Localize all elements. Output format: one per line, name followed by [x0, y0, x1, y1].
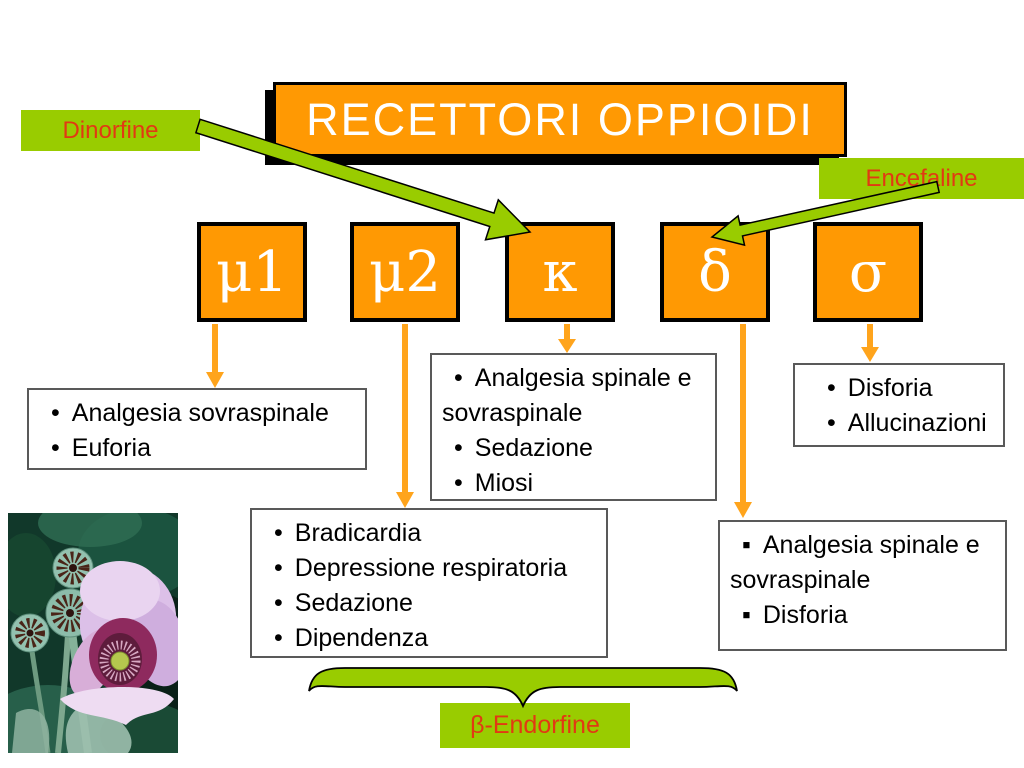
- receptor-box-mu2: μ2: [350, 222, 460, 322]
- effect-text: Analgesia spinale e sovraspinale: [442, 364, 692, 427]
- receptor-box-kappa: κ: [505, 222, 615, 322]
- bullet: •: [274, 554, 283, 582]
- connector-sigma: [861, 324, 879, 362]
- effect-line: • Euforia: [39, 431, 357, 466]
- effect-line: • Bradicardia: [262, 516, 598, 551]
- effect-text: Analgesia sovraspinale: [71, 399, 329, 427]
- effect-text: Analgesia spinale e sovraspinale: [730, 531, 980, 594]
- page-title: RECETTORI OPPIOIDI: [306, 93, 814, 145]
- effect-line: • Depressione respiratoria: [262, 551, 598, 586]
- receptor-symbol-mu1: μ1: [215, 239, 289, 305]
- effects-box-sigma: • Disforia • Allucinazioni: [793, 363, 1005, 447]
- bullet: ▪: [742, 601, 751, 629]
- effect-text: Euforia: [71, 434, 151, 462]
- receptor-symbol-sigma: σ: [848, 239, 888, 305]
- effects-box-delta: ▪Analgesia spinale e sovraspinale ▪Disfo…: [718, 520, 1007, 651]
- bullet: •: [454, 364, 463, 392]
- effect-line: •Analgesia spinale e sovraspinale: [442, 361, 707, 431]
- brace: [308, 667, 738, 709]
- title-box: RECETTORI OPPIOIDI: [273, 82, 847, 157]
- receptor-symbol-mu2: μ2: [368, 239, 442, 305]
- effect-line: • Miosi: [442, 466, 707, 501]
- effect-line: • Sedazione: [442, 431, 707, 466]
- beta-endorfine-label: β-Endorfine: [440, 703, 630, 748]
- poppy-photo-illustration: [0, 499, 210, 768]
- effect-text: Sedazione: [474, 434, 593, 462]
- effects-box-mu1: • Analgesia sovraspinale • Euforia: [27, 388, 367, 470]
- dinorfine-label: Dinorfine: [21, 110, 200, 151]
- poppy-photo: [0, 499, 210, 768]
- connector-mu2: [396, 324, 414, 508]
- bullet: •: [274, 589, 283, 617]
- effect-text: Miosi: [474, 469, 534, 497]
- effect-text: Allucinazioni: [847, 409, 987, 437]
- dinorfine-label-text: Dinorfine: [62, 116, 159, 144]
- effect-line: • Sedazione: [262, 586, 598, 621]
- bullet: •: [51, 434, 60, 462]
- effect-text: Disforia: [762, 601, 848, 629]
- receptor-box-delta: δ: [660, 222, 770, 322]
- receptor-box-sigma: σ: [813, 222, 923, 322]
- connector-mu1: [206, 324, 224, 388]
- encefaline-label: Encefaline: [819, 158, 1024, 199]
- connector-kappa: [558, 324, 576, 353]
- receptor-box-mu1: μ1: [197, 222, 307, 322]
- beta-endorfine-label-text: β-Endorfine: [470, 711, 600, 739]
- effect-text: Disforia: [847, 374, 933, 402]
- bullet: •: [454, 434, 463, 462]
- bullet: •: [51, 399, 60, 427]
- effects-box-kappa: •Analgesia spinale e sovraspinale •Sedaz…: [430, 353, 717, 501]
- effect-text: Depressione respiratoria: [294, 554, 568, 582]
- effect-line: • Analgesia sovraspinale: [39, 396, 357, 431]
- bullet: •: [827, 409, 836, 437]
- receptor-symbol-kappa: κ: [542, 239, 578, 305]
- effect-text: Dipendenza: [294, 624, 429, 652]
- bullet: •: [274, 624, 283, 652]
- bullet: •: [827, 374, 836, 402]
- effect-line: • Dipendenza: [262, 621, 598, 656]
- effect-text: Sedazione: [294, 589, 413, 617]
- bullet: ▪: [742, 531, 751, 559]
- effect-line: • Allucinazioni: [815, 406, 995, 441]
- receptor-symbol-delta: δ: [698, 239, 732, 305]
- bullet: •: [274, 519, 283, 547]
- bullet: •: [454, 469, 463, 497]
- effect-line: ▪Analgesia spinale e sovraspinale: [730, 528, 997, 598]
- effect-line: • Disforia: [815, 371, 995, 406]
- connector-delta: [734, 324, 752, 518]
- effects-box-mu2: • Bradicardia • Depressione respiratoria •…: [250, 508, 608, 658]
- effect-line: ▪ Disforia: [730, 598, 997, 633]
- effect-text: Bradicardia: [294, 519, 422, 547]
- encefaline-label-text: Encefaline: [865, 164, 978, 192]
